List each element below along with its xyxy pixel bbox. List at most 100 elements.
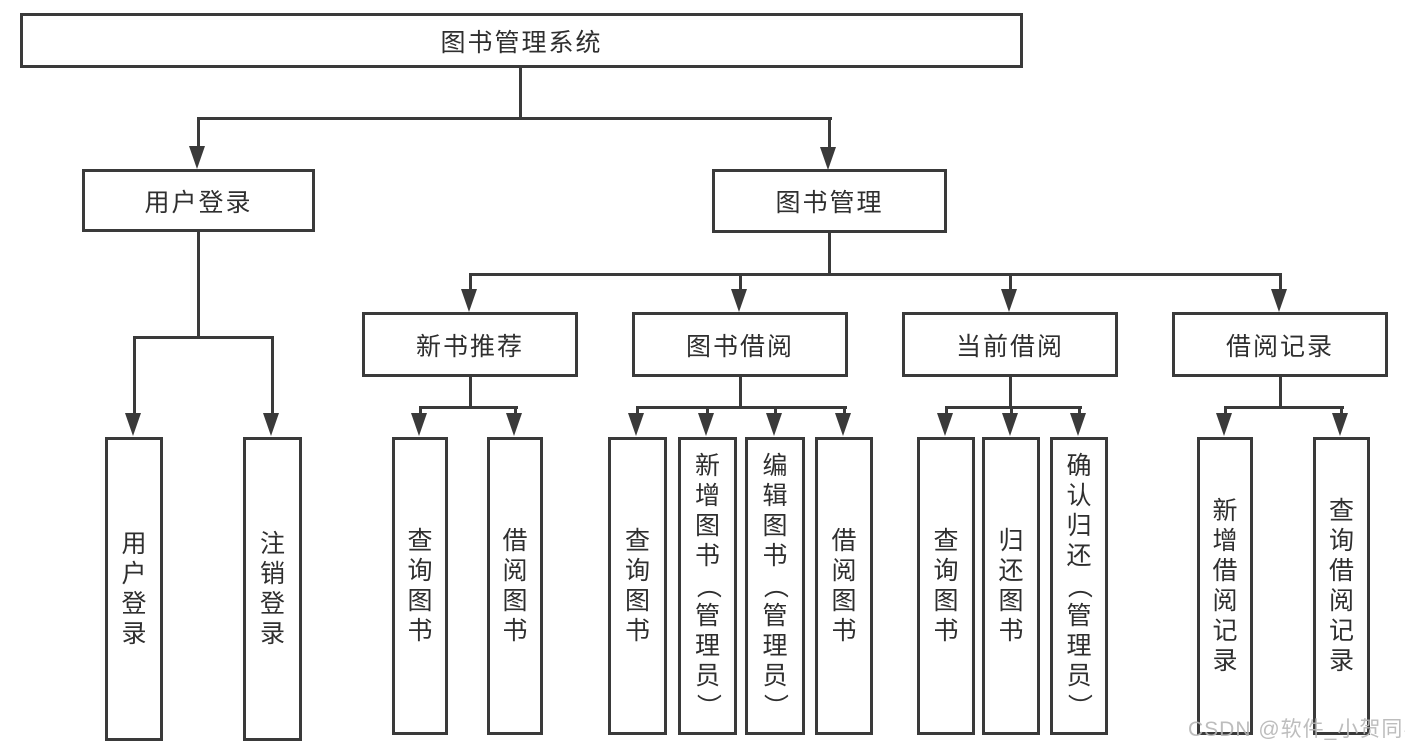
connector-line [1009, 377, 1012, 406]
vertical-label-char: 新 [694, 451, 720, 480]
leaf-edit-books-admin: 编辑图书（管理员） [745, 437, 805, 735]
vertical-label-char: 登 [121, 589, 147, 618]
leaf-return-books: 归还图书 [982, 437, 1040, 735]
node-root: 图书管理系统 [20, 13, 1023, 68]
arrow-shaft [945, 406, 948, 416]
vertical-label-char: 归 [1066, 511, 1092, 540]
vertical-label-char: 员 [762, 661, 788, 690]
connector-line [419, 406, 518, 409]
arrowhead-down-icon [698, 413, 714, 436]
vertical-label-char: 归 [998, 526, 1024, 555]
arrow-shaft [1224, 406, 1227, 416]
arrowhead-down-icon [937, 413, 953, 436]
vertical-label-char: ） [1065, 693, 1094, 719]
connector-line [197, 232, 200, 336]
vertical-label-char: 询 [1328, 526, 1354, 555]
vertical-label-char: ） [761, 693, 790, 719]
vertical-label-char: 询 [624, 556, 650, 585]
connector-line [828, 233, 831, 273]
connector-line [469, 377, 472, 406]
arrowhead-down-icon [1002, 413, 1018, 436]
leaf-query-borrow-record: 查询借阅记录 [1313, 437, 1370, 735]
arrow-shaft [1279, 273, 1282, 292]
vertical-label-char: 录 [121, 619, 147, 648]
arrowhead-down-icon [461, 289, 477, 312]
vertical-label-char: 员 [694, 661, 720, 690]
vertical-label-char: 查 [624, 526, 650, 555]
connector-line [133, 336, 274, 339]
arrowhead-down-icon [766, 413, 782, 436]
arrow-shaft [828, 117, 831, 150]
vertical-label-char: 图 [998, 586, 1024, 615]
connector-line [636, 406, 847, 409]
vertical-label-char: 询 [933, 556, 959, 585]
arrow-shaft [1078, 406, 1081, 416]
vertical-label-char: 记 [1212, 616, 1238, 645]
vertical-label-char: 阅 [502, 556, 528, 585]
arrowhead-down-icon [731, 289, 747, 312]
arrowhead-down-icon [1070, 413, 1086, 436]
vertical-label-char: 阅 [831, 556, 857, 585]
vertical-label-char: 录 [259, 619, 285, 648]
vertical-label-char: 增 [694, 481, 720, 510]
vertical-label-char: 借 [831, 526, 857, 555]
node-book-borrow-label: 图书借阅 [685, 332, 794, 361]
vertical-label-char: 书 [831, 616, 857, 645]
vertical-label-char: 图 [502, 586, 528, 615]
vertical-label-char: 图 [624, 586, 650, 615]
arrowhead-down-icon [1216, 413, 1232, 436]
vertical-label-char: 书 [998, 616, 1024, 645]
vertical-label-char: 阅 [1212, 586, 1238, 615]
vertical-label-char: 阅 [1328, 586, 1354, 615]
vertical-label-char: （ [1065, 573, 1094, 599]
arrow-shaft [419, 406, 422, 416]
node-current-borrow-label: 当前借阅 [955, 332, 1064, 361]
vertical-label-char: ） [694, 693, 722, 719]
arrow-shaft [133, 336, 136, 416]
arrow-shaft [514, 406, 517, 416]
leaf-query-books-current: 查询图书 [917, 437, 975, 735]
vertical-label-char: 户 [121, 559, 147, 588]
connector-line [739, 377, 742, 406]
connector-line [945, 406, 1082, 409]
node-user-login: 用户登录 [82, 169, 315, 232]
vertical-label-char: 管 [1066, 601, 1092, 630]
leaf-add-books-admin: 新增图书（管理员） [678, 437, 737, 735]
vertical-label-char: 录 [1212, 646, 1238, 675]
arrowhead-down-icon [1332, 413, 1348, 436]
vertical-label-char: 借 [502, 526, 528, 555]
vertical-label-char: 用 [121, 529, 147, 558]
vertical-label-char: （ [694, 573, 722, 599]
vertical-label-char: 书 [502, 616, 528, 645]
arrow-shaft [197, 117, 200, 149]
vertical-label-char: 图 [694, 511, 720, 540]
vertical-label-char: 书 [407, 616, 433, 645]
vertical-label-char: 注 [259, 529, 285, 558]
arrow-shaft [739, 273, 742, 292]
vertical-label-char: 书 [762, 541, 788, 570]
vertical-label-char: 管 [694, 601, 720, 630]
vertical-label-char: （ [761, 573, 790, 599]
vertical-label-char: 员 [1066, 661, 1092, 690]
vertical-label-char: 查 [1328, 496, 1354, 525]
vertical-label-char: 记 [1328, 616, 1354, 645]
vertical-label-char: 查 [933, 526, 959, 555]
vertical-label-char: 图 [933, 586, 959, 615]
vertical-label-char: 借 [1212, 556, 1238, 585]
vertical-label-char: 确 [1066, 451, 1092, 480]
vertical-label-char: 还 [998, 556, 1024, 585]
vertical-label-char: 增 [1212, 526, 1238, 555]
leaf-query-books-recommend: 查询图书 [392, 437, 448, 735]
vertical-label-char: 录 [1328, 646, 1354, 675]
leaf-add-borrow-record: 新增借阅记录 [1197, 437, 1253, 735]
arrow-shaft [706, 406, 709, 416]
arrowhead-down-icon [506, 413, 522, 436]
vertical-label-char: 理 [694, 631, 720, 660]
leaf-query-books-borrow: 查询图书 [608, 437, 667, 735]
vertical-label-char: 理 [762, 631, 788, 660]
leaf-borrow-books-recommend: 借阅图书 [487, 437, 543, 735]
vertical-label-char: 图 [762, 511, 788, 540]
connector-line [1224, 406, 1344, 409]
arrowhead-down-icon [189, 146, 205, 169]
